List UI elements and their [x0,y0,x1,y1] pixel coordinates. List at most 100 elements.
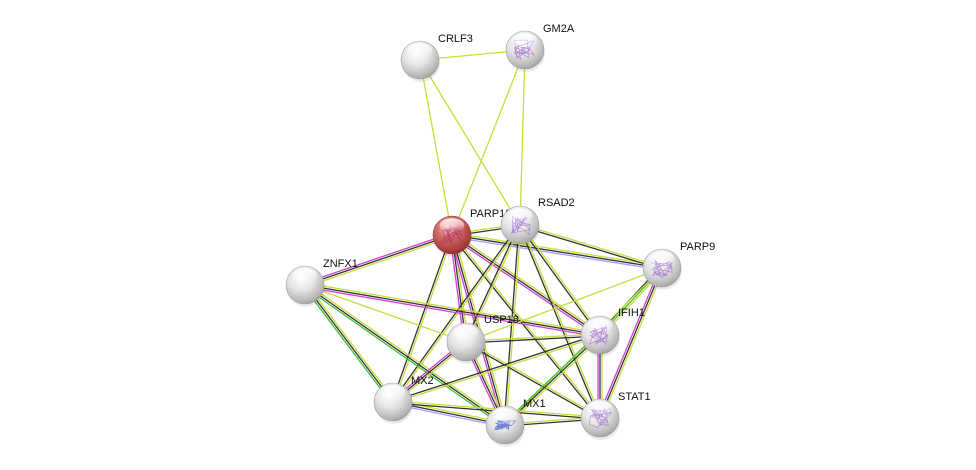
edge-line-textmining [419,59,453,236]
node-label: CRLF3 [438,33,473,45]
edge-line-textmining [419,59,521,226]
edge-line-textmining [465,333,600,342]
edge-line-databases [303,286,505,428]
edge-line-experiments [450,236,600,338]
edge-line-textmining [466,225,522,343]
edge-line-databases [503,333,600,425]
edge-line-homology [451,236,662,271]
edge-line-coexpression [466,335,601,344]
edge-line-coexpression [391,234,452,402]
node-usp18[interactable]: USP18 [446,314,519,364]
edge-line-coexpression [465,342,600,420]
edge-line-textmining [305,236,453,288]
edge-parp12-mx2[interactable] [391,234,454,403]
protein-structure-icon [589,407,612,428]
node-label: IFIH1 [618,307,645,319]
edge-parp9-mx1[interactable] [504,267,663,426]
edge-line-textmining [520,224,602,335]
node-label: MX2 [411,375,434,387]
node-label: STAT1 [618,391,651,403]
edge-line-textmining [466,340,601,418]
edge-line-experiments [597,266,661,418]
edge-parp12-stat1[interactable] [450,233,602,420]
node-parp9[interactable]: PARP9 [642,241,715,290]
node-gloss [587,401,613,416]
edge-gm2a-parp12[interactable] [451,49,526,236]
edge-parp12-znfx1[interactable] [304,232,453,288]
protein-structure-icon [513,39,535,61]
node-znfx1[interactable]: ZNFX1 [285,258,358,307]
node-gloss [407,43,433,58]
edge-line-textmining [601,268,665,420]
edge-line-textmining [519,49,526,226]
node-crlf3[interactable]: CRLF3 [400,33,473,82]
edge-line-textmining [520,224,602,418]
edge-line-coexpression [451,234,663,269]
node-mx1[interactable]: MX1 [485,398,546,447]
edge-line-textmining [504,267,663,426]
node-gm2a[interactable]: GM2A [505,23,575,72]
edge-rsad2-usp18[interactable] [464,224,522,343]
node-stat1[interactable]: STAT1 [580,391,651,440]
node-mx2[interactable]: MX2 [373,375,434,424]
edge-znfx1-mx2[interactable] [302,283,396,404]
edge-line-textmining [305,282,601,334]
edge-line-textmining [452,232,602,334]
edge-line-coexpression [504,334,601,426]
node-parp12[interactable]: PARP12 [432,208,511,257]
edge-parp12-parp9[interactable] [451,232,663,271]
edge-line-coexpression [450,235,600,420]
edge-line-textmining [451,49,526,236]
node-gloss [512,33,538,48]
edge-line-textmining [520,223,663,268]
node-ifih1[interactable]: IFIH1 [580,307,645,357]
edge-usp18-ifih1[interactable] [465,333,601,344]
edge-line-coexpression [519,225,662,270]
edge-line-coexpression [518,225,600,419]
node-gloss [439,218,465,233]
edge-line-textmining [465,267,663,343]
node-gloss [292,268,318,283]
node-label: PARP9 [680,241,715,253]
edge-line-textmining [304,284,467,343]
edge-line-databases [302,285,392,404]
edge-usp18-stat1[interactable] [465,340,601,420]
edge-parp12-ifih1[interactable] [450,232,602,338]
edge-line-coexpression [451,234,601,336]
edge-line-coexpression [392,333,600,402]
edge-rsad2-ifih1[interactable] [518,224,602,336]
node-gloss [380,385,406,400]
edge-parp9-stat1[interactable] [597,266,665,420]
edge-znfx1-mx1[interactable] [303,282,507,428]
protein-structure-icon [494,419,517,431]
node-label: PARP12 [470,208,511,220]
node-rsad2[interactable]: RSAD2 [500,197,575,247]
node-gloss [507,208,533,223]
edge-line-textmining [452,232,663,267]
edge-rsad2-parp9[interactable] [519,223,663,270]
edge-line-textmining [505,225,522,426]
node-label: MX1 [523,398,546,410]
edge-rsad2-stat1[interactable] [518,224,602,419]
edge-line-experiments [304,232,452,284]
edge-ifih1-mx2[interactable] [392,333,601,404]
edge-crlf3-rsad2[interactable] [419,59,521,226]
edge-gm2a-rsad2[interactable] [519,49,526,226]
edge-line-coexpression [304,284,506,426]
edge-line-experiments [304,286,600,338]
node-gloss [649,251,675,266]
node-label: USP18 [484,314,519,326]
edge-znfx1-ifih1[interactable] [304,282,601,338]
edge-line-textmining [306,283,396,402]
edge-line-textmining [393,225,522,403]
edge-line-coexpression [304,284,601,336]
edge-line-textmining [305,282,507,424]
edge-parp9-usp18[interactable] [465,267,663,343]
edge-crlf3-parp12[interactable] [419,59,453,236]
edge-znfx1-usp18[interactable] [304,284,467,343]
edges-layer [302,49,665,428]
edge-line-coexpression [599,267,663,419]
node-gloss [453,325,479,340]
